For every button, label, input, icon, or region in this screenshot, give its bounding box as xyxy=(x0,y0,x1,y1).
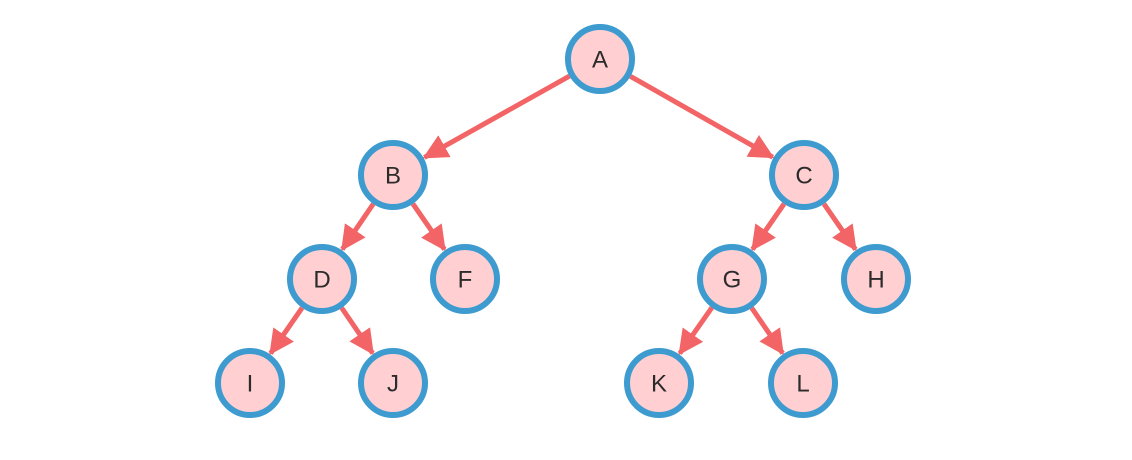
node-circle xyxy=(215,348,285,418)
node-h: H xyxy=(841,244,911,314)
node-label: I xyxy=(247,371,254,398)
edge-g-l xyxy=(749,306,785,355)
node-b: B xyxy=(358,140,428,210)
edge-c-h xyxy=(821,202,858,252)
node-a: A xyxy=(565,24,635,94)
node-f: F xyxy=(430,244,500,314)
node-circle xyxy=(358,348,428,418)
node-label: K xyxy=(651,371,667,398)
node-g: G xyxy=(697,244,767,314)
node-k: K xyxy=(624,348,694,418)
node-c: C xyxy=(769,140,839,210)
edge-d-i xyxy=(268,306,305,356)
node-circle xyxy=(841,244,911,314)
node-label: L xyxy=(796,371,809,398)
node-circle xyxy=(287,244,357,314)
node-label: G xyxy=(723,267,742,294)
node-label: A xyxy=(592,47,608,74)
node-circle xyxy=(769,140,839,210)
node-label: F xyxy=(458,267,473,294)
node-label: H xyxy=(867,267,884,294)
node-i: I xyxy=(215,348,285,418)
node-label: J xyxy=(387,371,399,398)
edge-b-d xyxy=(340,202,376,251)
edge-c-g xyxy=(750,202,787,252)
node-d: D xyxy=(287,244,357,314)
node-label: C xyxy=(795,163,812,190)
node-label: D xyxy=(313,267,330,294)
node-circle xyxy=(768,348,838,418)
node-j: J xyxy=(358,348,428,418)
edge-a-c xyxy=(629,74,775,160)
node-label: B xyxy=(385,163,401,190)
node-circle xyxy=(624,348,694,418)
edge-d-j xyxy=(339,306,375,355)
node-l: L xyxy=(768,348,838,418)
edge-g-k xyxy=(677,306,714,356)
node-circle xyxy=(430,244,500,314)
node-circle xyxy=(697,244,767,314)
edges-layer xyxy=(268,73,858,356)
edge-b-f xyxy=(410,202,447,252)
nodes-layer: A B C D F G H I J K L xyxy=(215,24,911,418)
node-circle xyxy=(358,140,428,210)
node-circle xyxy=(565,24,635,94)
edge-a-b xyxy=(422,73,571,160)
